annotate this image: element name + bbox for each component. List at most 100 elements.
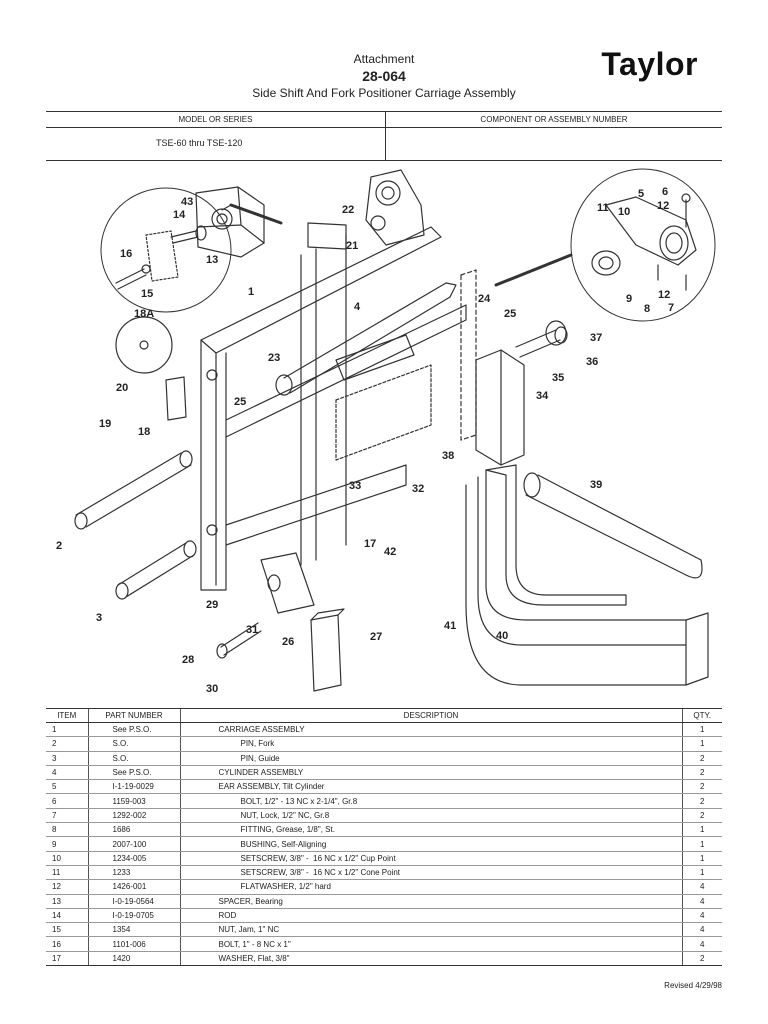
item-cell: 14 (46, 908, 88, 924)
callout-13: 13 (206, 254, 218, 266)
callout-33: 33 (349, 480, 361, 492)
column-divider (385, 112, 386, 161)
callout-20: 20 (116, 382, 128, 394)
callout-18: 18 (138, 426, 150, 438)
callout-28: 28 (182, 654, 194, 666)
callout-19: 19 (99, 418, 111, 430)
description-cell: CYLINDER ASSEMBLY (179, 765, 682, 781)
callout-15: 15 (141, 288, 153, 300)
qty-cell: 4 (681, 894, 722, 909)
part-number-cell: See P.S.O. (87, 722, 180, 738)
description-cell: EAR ASSEMBLY, Tilt Cylinder (179, 779, 682, 795)
callout-35: 35 (552, 372, 564, 384)
item-cell: 16 (46, 936, 88, 952)
callout-3: 3 (96, 612, 102, 624)
item-cell: 4 (46, 765, 88, 781)
part-number-cell: I-0-19-0564 (87, 894, 180, 909)
item-cell: 1 (46, 722, 88, 738)
part-number-cell: 1420 (87, 951, 180, 967)
callout-38: 38 (442, 450, 454, 462)
model-table: MODEL OR SERIES COMPONENT OR ASSEMBLY NU… (46, 111, 722, 161)
description-cell: NUT, Lock, 1/2" NC, Gr.8 (179, 808, 682, 824)
part-number-cell: S.O. (87, 736, 180, 752)
description-cell: PIN, Fork (179, 736, 682, 752)
part-number-cell: 1159-003 (87, 793, 180, 809)
callout-42: 42 (384, 546, 396, 558)
document-subtitle: Side Shift And Fork Positioner Carriage … (252, 86, 516, 100)
item-column-header: ITEM (46, 708, 88, 723)
callout-37: 37 (590, 332, 602, 344)
part-number-cell: 1686 (87, 822, 180, 838)
description-cell: ROD (179, 908, 682, 924)
callout-4: 4 (354, 301, 361, 313)
attachment-label: Attachment (353, 52, 415, 66)
qty-cell: 2 (681, 951, 722, 967)
qty-cell: 4 (681, 936, 722, 952)
item-cell: 8 (46, 822, 88, 838)
description-cell: BOLT, 1" - 8 NC x 1" (179, 936, 682, 952)
callout-41: 41 (444, 620, 456, 632)
callout-29: 29 (206, 599, 218, 611)
callout-39: 39 (590, 479, 602, 491)
qty-cell: 2 (681, 751, 722, 766)
model-series-value: TSE-60 thru TSE-120 (156, 138, 243, 148)
assembly-number-header: COMPONENT OR ASSEMBLY NUMBER (480, 115, 628, 124)
callout-36: 36 (586, 356, 598, 368)
description-column-header: DESCRIPTION (179, 708, 682, 723)
description-cell: BUSHING, Self-Aligning (179, 836, 682, 852)
qty-cell: 4 (681, 922, 722, 938)
qty-cell: 1 (681, 736, 722, 752)
callout-6: 6 (662, 186, 668, 198)
part-number-cell: I-1-19-0029 (87, 779, 180, 795)
item-cell: 7 (46, 808, 88, 824)
description-cell: FITTING, Grease, 1/8", St. (179, 822, 682, 838)
part-number-cell: 1233 (87, 865, 180, 881)
callout-24: 24 (478, 293, 491, 305)
callout-10: 10 (618, 206, 630, 218)
item-cell: 3 (46, 751, 88, 766)
part-number-cell: 1101-006 (87, 936, 180, 952)
callout-23: 23 (268, 352, 280, 364)
callout-32: 32 (412, 483, 424, 495)
item-cell: 13 (46, 894, 88, 909)
callout-25: 25 (504, 308, 516, 320)
item-cell: 2 (46, 736, 88, 752)
item-cell: 5 (46, 779, 88, 795)
callout-16: 16 (120, 248, 132, 260)
item-cell: 9 (46, 836, 88, 852)
brand-logo: Taylor (601, 46, 698, 82)
qty-cell: 2 (681, 808, 722, 824)
callout-9: 9 (626, 293, 632, 305)
item-cell: 10 (46, 851, 88, 866)
callout-25: 25 (234, 396, 246, 408)
callout-34: 34 (536, 390, 549, 402)
qty-cell: 1 (681, 836, 722, 852)
callout-5: 5 (638, 188, 644, 200)
callout-26: 26 (282, 636, 294, 648)
callout-12: 12 (658, 289, 670, 301)
document-number: 28-064 (362, 68, 406, 84)
qty-column-header: QTY. (681, 708, 722, 723)
part-number-cell: 1234-005 (87, 851, 180, 866)
callout-21: 21 (346, 240, 358, 252)
description-cell: SETSCREW, 3/8" - 16 NC x 1/2" Cone Point (179, 865, 682, 881)
part-number-cell: 1426-001 (87, 879, 180, 895)
qty-cell: 1 (681, 822, 722, 838)
qty-cell: 1 (681, 865, 722, 881)
callout-7: 7 (668, 302, 674, 314)
part-number-cell: I-0-19-0705 (87, 908, 180, 924)
qty-cell: 2 (681, 765, 722, 781)
